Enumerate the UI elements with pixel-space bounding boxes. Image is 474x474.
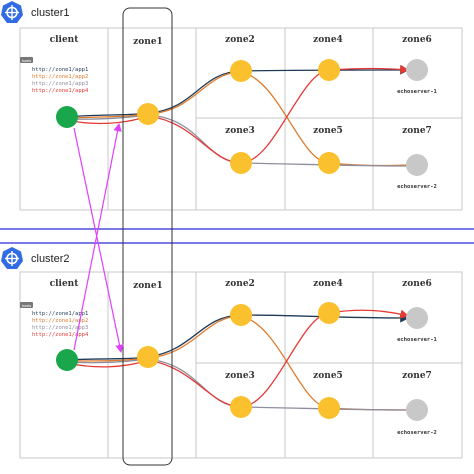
row-label-zone7: zone7 [402,371,432,381]
route-lines [66,64,410,167]
hosts-badge-label: hosts [22,58,32,63]
zone-grid [19,271,463,459]
url-app1: http://zone1/app1 [32,67,88,73]
client-node[interactable] [56,106,78,128]
url-app3: http://zone1/app3 [32,325,88,331]
route-app3 [147,358,409,411]
column-label-zone1: zone1 [133,281,163,291]
row-label-zone5: zone5 [313,126,343,136]
zone3-node[interactable] [230,396,252,418]
row-label-zone7: zone7 [402,126,432,136]
zone1-node[interactable] [137,346,159,368]
zone5-node[interactable] [318,152,340,174]
client-node[interactable] [56,349,78,371]
echoserver-2-node[interactable] [406,399,428,421]
row-label-zone3: zone3 [225,371,255,381]
hosts-badge [20,302,33,308]
cluster-1: cluster1 client zone1 zone2 zone4 zone6 … [1,1,463,211]
route-app1 [147,65,410,114]
echoserver-2-label: echoserver-2 [397,184,437,190]
hosts-badge-label: hosts [22,303,32,308]
zone2-node[interactable] [230,304,252,326]
zone4-node[interactable] [318,302,340,324]
echoserver-2-node[interactable] [406,154,428,176]
kubernetes-icon [1,247,23,269]
echoserver-2-label: echoserver-2 [397,430,437,436]
row-label-zone3: zone3 [225,126,255,136]
echoserver-1-node[interactable] [406,59,428,81]
url-app2: http://zone1/app2 [32,318,88,324]
zone2-node[interactable] [230,60,252,82]
column-label-zone6: zone6 [402,279,432,289]
echoserver-1-label: echoserver-1 [397,89,437,95]
column-label-zone4: zone4 [313,279,343,289]
url-app1: http://zone1/app1 [32,311,88,317]
link-c2-client-to-c1-zone1 [73,122,122,351]
zone5-node[interactable] [318,397,340,419]
url-app2: http://zone1/app2 [32,74,88,80]
url-app3: http://zone1/app3 [32,81,88,87]
column-label-zone2: zone2 [225,35,255,45]
hosts-badge [20,57,33,63]
cluster-2: cluster2 client zone1 zone2 zone4 zone6 … [1,247,463,459]
zone1-highlight-frame [122,7,173,466]
row-label-zone5: zone5 [313,371,343,381]
url-app4: http://zone1/app4 [32,88,89,94]
column-label-client: client [50,279,80,289]
echoserver-1-node[interactable] [406,307,428,329]
column-label-zone1: zone1 [133,37,163,47]
route-app3 [147,114,409,167]
route-app4 [147,64,410,164]
route-app1 [147,313,410,358]
link-c1-client-to-c2-zone1 [73,127,124,354]
echoserver-1-label: echoserver-1 [397,337,437,343]
zone3-node[interactable] [230,152,252,174]
cross-cluster-links [73,122,124,354]
url-app4: http://zone1/app4 [32,332,89,338]
column-label-client: client [50,35,80,45]
zone1-node[interactable] [137,103,159,125]
cluster-title: cluster1 [31,7,70,19]
column-label-zone4: zone4 [313,35,343,45]
cluster-title: cluster2 [31,253,70,265]
route-app2 [147,71,409,167]
kubernetes-icon [1,1,23,23]
column-label-zone6: zone6 [402,35,432,45]
column-label-zone2: zone2 [225,279,255,289]
zone4-node[interactable] [318,59,340,81]
route-app4 [147,309,410,408]
